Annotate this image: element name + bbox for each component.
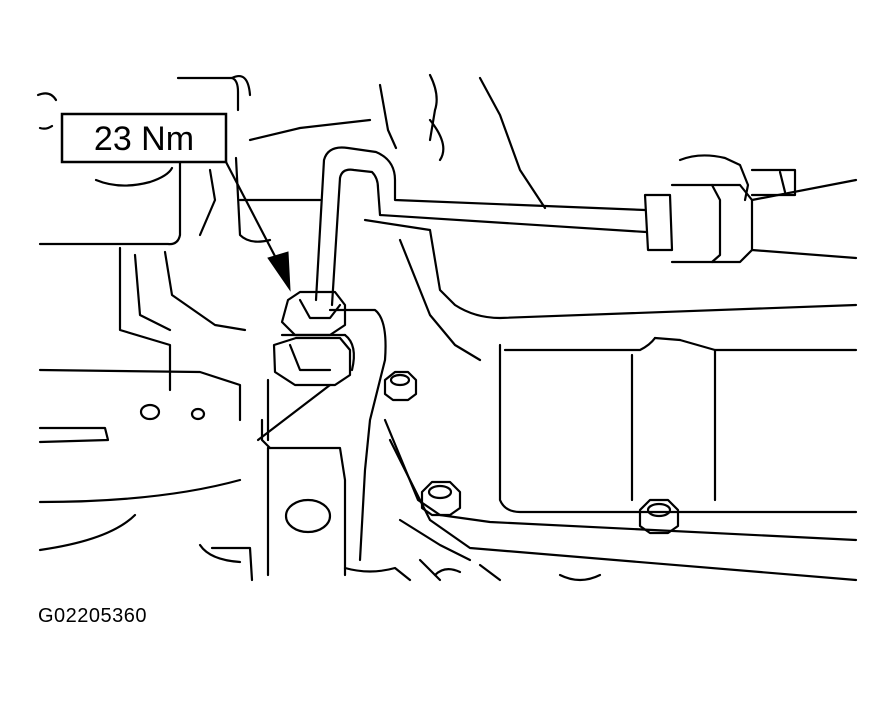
housing-holes [139, 403, 206, 421]
torque-callout: 23 Nm [60, 112, 228, 164]
mounting-bracket [256, 308, 387, 577]
lower-casting [343, 566, 602, 582]
figure-id: G02205360 [38, 605, 148, 627]
background-housing [36, 74, 372, 582]
fluid-pipe [314, 73, 648, 307]
callout-leader-arrow [225, 161, 291, 292]
oil-pan [363, 218, 858, 582]
pipe-fitting [643, 154, 858, 264]
pan-bolt-upper [383, 370, 418, 402]
union-nut [272, 290, 352, 387]
torque-label: 23 Nm [94, 120, 194, 158]
pan-bolt-right [638, 498, 680, 535]
pan-bolt-left [420, 480, 462, 517]
